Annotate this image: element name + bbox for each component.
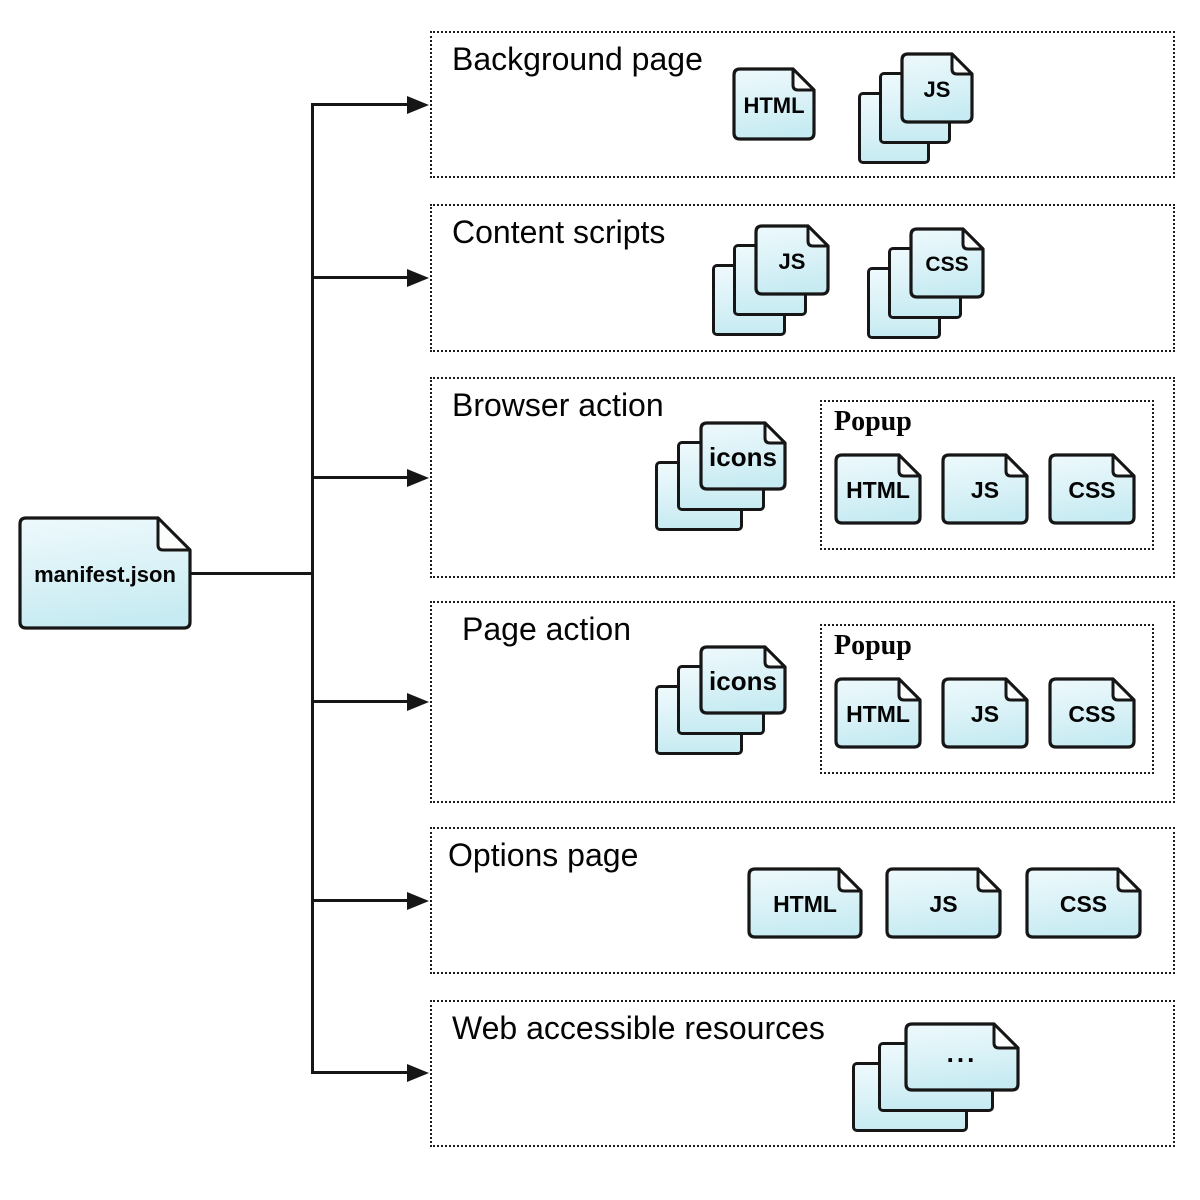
- icons-file-icon: icons: [699, 645, 787, 715]
- arrowhead-page-action: [407, 692, 429, 711]
- css-file-label: CSS: [1068, 701, 1116, 727]
- js-file-label: JS: [929, 891, 958, 917]
- popup-box: Popup HTML JS CSS: [820, 624, 1154, 774]
- css-file-label: CSS: [925, 252, 969, 276]
- generic-file-icon: ...: [904, 1022, 1020, 1092]
- html-file-icon: HTML: [732, 67, 816, 141]
- branch-line-content-scripts: [311, 276, 407, 279]
- file-page-icon: [834, 453, 922, 525]
- html-file-icon: HTML: [834, 453, 922, 525]
- css-file-icon: CSS: [909, 227, 985, 299]
- css-file-icon: CSS: [1025, 867, 1142, 939]
- file-page-icon: [747, 867, 863, 939]
- popup-label: Popup: [834, 630, 912, 661]
- arrowhead-web-accessible: [407, 1063, 429, 1082]
- js-file-label: JS: [778, 248, 806, 274]
- generic-file-label: ...: [946, 1038, 978, 1068]
- generic-file-stack: ...: [852, 1022, 1020, 1132]
- branch-line-options: [311, 899, 407, 902]
- css-file-label: CSS: [1059, 891, 1108, 917]
- css-file-icon: CSS: [1048, 677, 1136, 749]
- section-page-action: Page action icons Popup HTML: [430, 601, 1175, 803]
- file-page-icon: [885, 867, 1002, 939]
- popup-box: Popup HTML JS CSS: [820, 400, 1154, 550]
- js-file-icon: JS: [885, 867, 1002, 939]
- section-background-page-label: Background page: [452, 41, 703, 77]
- file-page-icon: [941, 677, 1029, 749]
- section-browser-action-label: Browser action: [452, 387, 664, 423]
- js-file-stack: JS: [712, 224, 830, 338]
- section-background-page: Background page HTML JS: [430, 31, 1175, 178]
- section-options-page: Options page HTML JS CSS: [430, 827, 1175, 974]
- file-page-icon: [1048, 677, 1136, 749]
- arrowhead-options: [407, 891, 429, 910]
- file-page-icon: [941, 453, 1029, 525]
- branch-line-browser-action: [311, 476, 407, 479]
- file-page-icon: [1048, 453, 1136, 525]
- branch-line-background: [311, 103, 407, 106]
- file-page-icon: [699, 421, 787, 491]
- branch-line-page-action: [311, 700, 407, 703]
- file-page-icon: [904, 1022, 1020, 1092]
- section-browser-action: Browser action icons Popup HTML: [430, 377, 1175, 578]
- manifest-connector-line: [190, 572, 313, 575]
- manifest-file-icon: manifest.json: [18, 516, 192, 630]
- js-file-icon: JS: [900, 52, 974, 124]
- html-file-label: HTML: [773, 891, 837, 917]
- manifest-label: manifest.json: [34, 561, 176, 587]
- html-file-label: HTML: [846, 701, 910, 727]
- js-file-icon: JS: [941, 453, 1029, 525]
- js-file-label: JS: [970, 701, 1000, 727]
- icons-file-stack: icons: [655, 645, 787, 757]
- file-page-icon: [18, 516, 192, 630]
- js-file-icon: JS: [754, 224, 830, 296]
- section-page-action-label: Page action: [462, 611, 632, 647]
- arrowhead-browser-action: [407, 468, 429, 487]
- file-page-icon: [732, 67, 816, 141]
- file-page-icon: [1025, 867, 1142, 939]
- file-page-icon: [834, 677, 922, 749]
- section-options-page-label: Options page: [448, 837, 639, 873]
- css-file-stack: CSS: [867, 227, 985, 341]
- file-page-icon: [699, 645, 787, 715]
- html-file-icon: HTML: [747, 867, 863, 939]
- branch-line-web-accessible: [311, 1071, 407, 1074]
- arrowhead-content-scripts: [407, 268, 429, 287]
- trunk-line: [311, 103, 314, 1074]
- popup-label: Popup: [834, 406, 912, 437]
- html-file-label: HTML: [743, 92, 805, 118]
- css-file-icon: CSS: [1048, 453, 1136, 525]
- icons-file-stack: icons: [655, 421, 787, 533]
- icons-file-icon: icons: [699, 421, 787, 491]
- html-file-icon: HTML: [834, 677, 922, 749]
- icons-file-label: icons: [709, 442, 777, 472]
- js-file-label: JS: [923, 76, 951, 102]
- js-file-stack: JS: [858, 52, 974, 164]
- arrowhead-background: [407, 95, 429, 114]
- icons-file-label: icons: [709, 666, 777, 696]
- file-page-icon: [900, 52, 974, 124]
- section-content-scripts: Content scripts JS CSS: [430, 204, 1175, 352]
- js-file-label: JS: [970, 477, 1000, 503]
- section-content-scripts-label: Content scripts: [452, 214, 666, 250]
- html-file-label: HTML: [846, 477, 910, 503]
- section-web-accessible-resources: Web accessible resources ...: [430, 1000, 1175, 1147]
- file-page-icon: [754, 224, 830, 296]
- file-page-icon: [909, 227, 985, 299]
- js-file-icon: JS: [941, 677, 1029, 749]
- section-web-accessible-resources-label: Web accessible resources: [452, 1010, 825, 1046]
- css-file-label: CSS: [1068, 477, 1116, 503]
